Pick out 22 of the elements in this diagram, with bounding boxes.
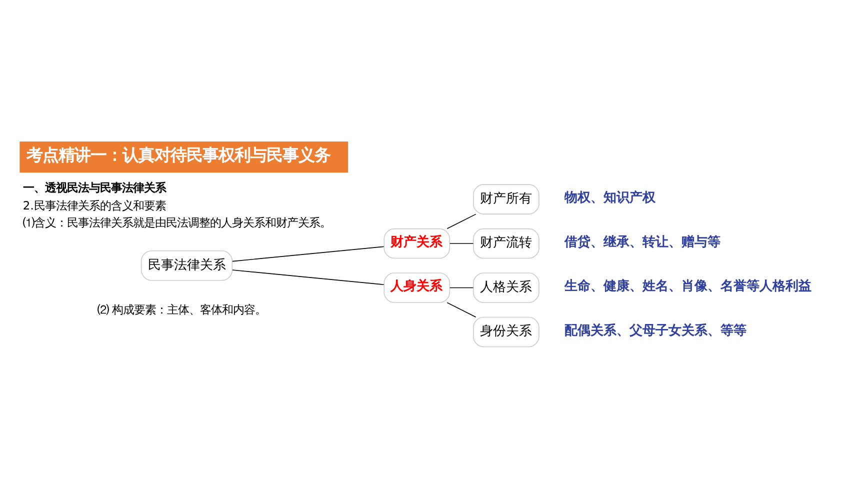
node-box: 身份关系 bbox=[473, 316, 540, 347]
node-box: 财产所有 bbox=[473, 184, 540, 214]
connector bbox=[449, 286, 474, 288]
node-label: 生命、健康、姓名、肖像、名誉等人格利益 bbox=[564, 278, 812, 294]
label: ⑵ 构成要素：主体、客体和内容。 bbox=[97, 302, 266, 316]
node-box: 财产关系 bbox=[384, 228, 450, 258]
label: 2.民事法律关系的含义和要素 bbox=[22, 198, 166, 212]
node-box: 人格关系 bbox=[473, 272, 540, 302]
label: 一、透视民法与民事法律关系 bbox=[22, 180, 166, 194]
connector bbox=[446, 213, 476, 229]
node-label: 物权、知识产权 bbox=[564, 190, 656, 206]
connector bbox=[232, 269, 384, 285]
node-box: 人身关系 bbox=[384, 272, 450, 302]
node-box: 财产流转 bbox=[473, 228, 540, 258]
connector bbox=[446, 302, 476, 317]
node-box: 民事法律关系 bbox=[140, 250, 233, 280]
node-label: 借贷、继承、转让、赠与等 bbox=[564, 234, 721, 250]
diagram-title: 考点精讲一：认真对待民事权利与民事义务 bbox=[26, 144, 331, 164]
node-label: 配偶关系、父母子女关系、等等 bbox=[564, 322, 747, 338]
label: ⑴含义：民事法律关系就是由民法调整的人身关系和财产关系。 bbox=[22, 214, 331, 229]
connector bbox=[449, 242, 474, 244]
connector bbox=[232, 246, 384, 262]
